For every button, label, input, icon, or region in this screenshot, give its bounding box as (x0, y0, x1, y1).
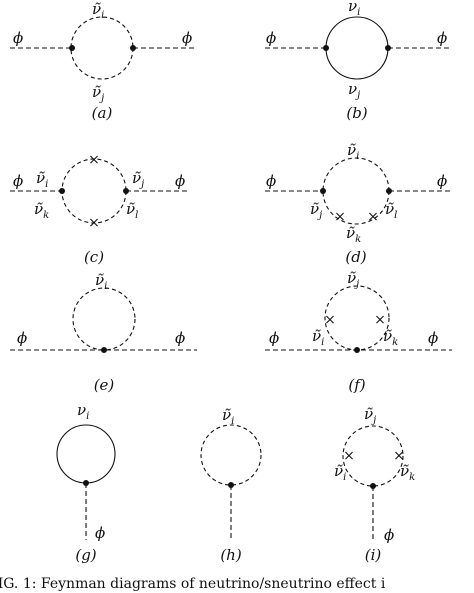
sneutrino-label: ν̃j (310, 200, 322, 221)
sneutrino-label: ν̃i (334, 462, 346, 483)
phi-label: ϕ (175, 329, 185, 347)
neutrino-label: νi (348, 0, 360, 18)
diagram-f (265, 285, 452, 351)
diagram-b (265, 16, 452, 80)
cross-mark: × (367, 209, 379, 225)
sneutrino-label: ν̃i (92, 0, 104, 21)
cross-mark: × (88, 215, 100, 231)
neutrino-label: νi (77, 401, 89, 422)
phi-label: ϕ (266, 172, 276, 190)
vertex (385, 45, 391, 51)
phi-label: ϕ (17, 329, 27, 347)
phi-label: ϕ (269, 329, 279, 347)
vertex (386, 188, 392, 194)
cross-mark: × (324, 312, 336, 328)
vertex (228, 482, 234, 488)
phi-label: ϕ (13, 172, 23, 190)
vertex (83, 480, 89, 486)
cross-mark: × (393, 448, 405, 464)
vertex (130, 45, 136, 51)
sneutrino-label: ν̃i (312, 327, 324, 348)
sneutrino-label: ν̃k (34, 200, 49, 221)
vertex (323, 45, 329, 51)
cross-mark: × (343, 448, 355, 464)
sneutrino-label: ν̃i (36, 169, 48, 190)
sneutrino-label: ν̃l (385, 200, 397, 221)
sneutrino-label: ν̃k (400, 462, 415, 483)
phi-label: ϕ (95, 524, 105, 542)
panel-label-f: (f) (348, 376, 365, 394)
diagram-h (200, 424, 262, 541)
vertex (101, 347, 107, 353)
panel-label-a: (a) (92, 104, 113, 122)
sneutrino-label: ν̃j (364, 405, 376, 426)
panel-label-e: (e) (94, 376, 115, 394)
sneutrino-label: ν̃i (347, 141, 359, 162)
vertex (320, 188, 326, 194)
sneutrino-label: ν̃l (126, 200, 138, 221)
phi-label: ϕ (384, 526, 394, 544)
phi-label: ϕ (13, 29, 23, 47)
phi-label: ϕ (266, 29, 276, 47)
sneutrino-label: ν̃j (92, 83, 104, 104)
vertex (370, 483, 376, 489)
sneutrino-label: ν̃k (383, 327, 398, 348)
diagram-d (265, 157, 452, 225)
panel-label-i: (i) (365, 546, 382, 564)
sneutrino-label: ν̃j (347, 269, 359, 290)
vertex (123, 188, 129, 194)
vertex (59, 188, 65, 194)
phi-label: ϕ (437, 172, 447, 190)
diagram-e (10, 287, 197, 351)
phi-label: ϕ (437, 29, 447, 47)
cross-mark: × (88, 152, 100, 168)
phi-label: ϕ (175, 172, 185, 190)
sneutrino-label: ν̃j (132, 169, 144, 190)
diagram-i (342, 425, 404, 541)
panel-label-b: (b) (346, 104, 367, 122)
sneutrino-label: ν̃k (346, 224, 361, 245)
figure-caption: FIG. 1: Feynman diagrams of neutrino/sne… (0, 576, 386, 592)
panel-label-c: (c) (84, 248, 104, 266)
vertex (69, 45, 75, 51)
vertex (354, 347, 360, 353)
neutrino-label: νj (348, 80, 360, 101)
cross-mark: × (374, 312, 386, 328)
sneutrino-label: ν̃i (222, 406, 234, 427)
diagram-a (10, 16, 197, 80)
cross-mark: × (334, 209, 346, 225)
phi-label: ϕ (182, 29, 192, 47)
panel-label-d: (d) (345, 248, 366, 266)
phi-label: ϕ (428, 329, 438, 347)
panel-label-g: (g) (75, 546, 96, 564)
panel-label-h: (h) (220, 546, 242, 564)
sneutrino-label: ν̃i (95, 271, 107, 292)
